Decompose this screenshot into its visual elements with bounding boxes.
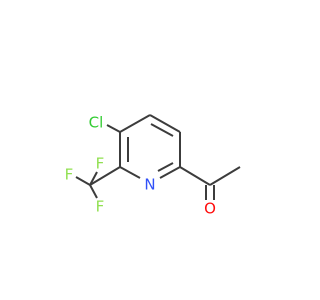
bond-c5-c4 xyxy=(119,114,151,133)
molecule-diagram: Cl N O F F F xyxy=(65,114,241,218)
bond-cf3-f1 xyxy=(75,176,91,186)
oxygen-atom-label: O xyxy=(204,200,216,218)
bond-c4-c3-inner xyxy=(150,123,174,137)
bond-c4-c3-outer xyxy=(149,114,181,133)
bond-cf3-f3 xyxy=(89,184,98,199)
chlorine-atom-label: Cl xyxy=(89,114,104,132)
fluorine-atom-label-3: F xyxy=(96,198,105,216)
nitrogen-atom-label: N xyxy=(144,176,155,194)
bond-cf3-f2 xyxy=(89,171,98,186)
bond-c2-n-inner xyxy=(157,162,174,172)
bond-c2-n-outer xyxy=(159,166,181,179)
bond-c6-cf3 xyxy=(89,166,121,186)
fluorine-atom-label-1: F xyxy=(65,166,74,184)
bond-c2-carbonyl xyxy=(179,166,211,186)
bond-carbonyl-methyl xyxy=(209,166,241,186)
fluorine-atom-label-2: F xyxy=(96,155,105,173)
bond-n-c6 xyxy=(119,166,141,179)
molecule-structure: Cl N O F F F xyxy=(65,114,241,218)
bond-c5-cl xyxy=(106,124,121,133)
